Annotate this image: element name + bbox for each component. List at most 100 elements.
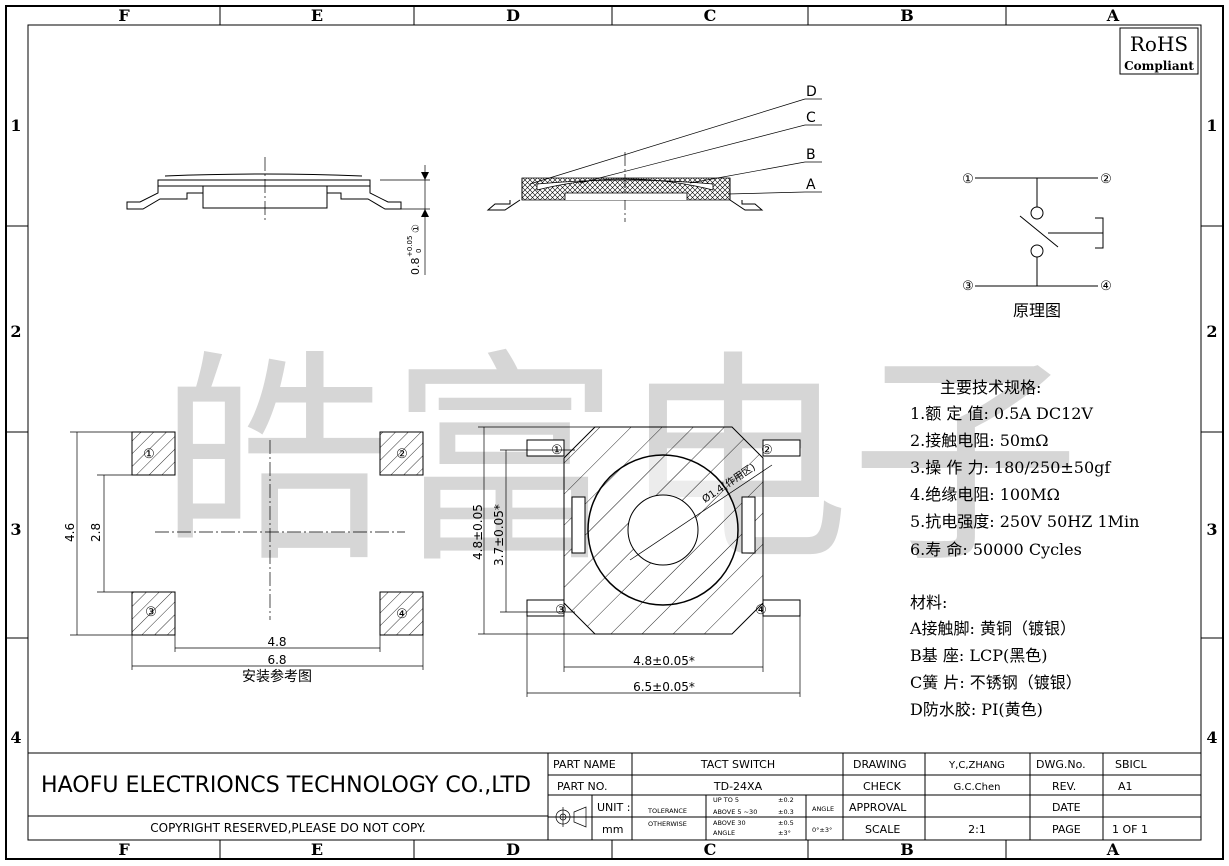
- row-label: 2: [1206, 322, 1217, 341]
- label: DRAWING: [853, 758, 906, 771]
- rohs-badge: RoHS Compliant: [1119, 27, 1199, 75]
- value: G.C.Chen: [954, 782, 1001, 793]
- side-dim-label: 0.8 +0.05 0 ①: [406, 224, 423, 275]
- col-label: B: [900, 6, 914, 25]
- materials-title: 材料:: [910, 593, 947, 612]
- value: A1: [1118, 780, 1133, 793]
- svg-text:+0.05: +0.05: [406, 236, 414, 257]
- svg-text:0: 0: [415, 249, 423, 253]
- svg-text:RoHS: RoHS: [1130, 32, 1188, 56]
- callout-label: A: [806, 177, 816, 193]
- label: APPROVAL: [849, 801, 907, 814]
- material-item: D防水胶: PI(黄色): [910, 700, 1043, 719]
- col-label: E: [311, 840, 323, 859]
- specs-block: 主要技术规格: 1.额 定 值: 0.5A DC12V 2.接触电阻: 50mΩ…: [909, 378, 1139, 719]
- footprint-caption: 安装参考图: [242, 668, 312, 685]
- specs-title: 主要技术规格:: [940, 378, 1041, 397]
- label: DWG.No.: [1036, 758, 1086, 771]
- row-label: 2: [10, 322, 21, 341]
- row-label: 3: [10, 520, 21, 539]
- spec-item: 4.绝缘电阻: 100MΩ: [910, 485, 1060, 504]
- svg-text:ABOVE 5 ~30: ABOVE 5 ~30: [713, 808, 757, 816]
- value: 1 OF 1: [1112, 823, 1148, 836]
- label: DATE: [1052, 801, 1081, 814]
- value: TACT SWITCH: [700, 758, 775, 771]
- svg-text:0.8: 0.8: [409, 258, 422, 276]
- value: 0°±3°: [812, 826, 832, 834]
- dim-h-outer: 4.6: [63, 523, 77, 542]
- spec-item: 3.操 作 力: 180/250±50gf: [910, 458, 1111, 477]
- row-label: 1: [1206, 116, 1217, 135]
- section-view: D C B A: [486, 84, 822, 222]
- pad-label: ④: [396, 607, 408, 622]
- spec-item: 1.额 定 值: 0.5A DC12V: [910, 404, 1093, 423]
- label: ANGLE: [812, 805, 834, 813]
- col-label: F: [118, 840, 130, 859]
- pin-label: ②: [761, 443, 773, 458]
- col-label: D: [506, 6, 520, 25]
- pin-label: ③: [555, 603, 567, 618]
- spec-item: 6.寿 命: 50000 Cycles: [910, 540, 1082, 559]
- value: TD-24XA: [713, 780, 763, 793]
- value: SBICL: [1115, 758, 1147, 771]
- dim-h-outer: 4.8±0.05: [471, 504, 485, 560]
- schematic: ① ② ③ ④ 原理图: [962, 172, 1112, 320]
- dim-h-inner: 2.8: [89, 523, 103, 542]
- svg-text:±0.5: ±0.5: [778, 819, 794, 827]
- callout-label: B: [806, 147, 816, 163]
- company-name: HAOFU ELECTRIONCS TECHNOLOGY CO.,LTD: [41, 773, 531, 798]
- col-label: E: [311, 6, 323, 25]
- pad-label: ②: [396, 447, 408, 462]
- label: OTHERWISE: [648, 820, 687, 828]
- col-label: A: [1106, 840, 1120, 859]
- label: PART NO.: [557, 780, 607, 793]
- label: UNIT :: [597, 801, 630, 814]
- schematic-caption: 原理图: [1013, 301, 1061, 320]
- row-label: 4: [10, 728, 21, 747]
- frame: F E D C B A F E D C B A 1 2 3 4 1 2 3 4: [5, 5, 1224, 860]
- pin-label: ④: [755, 603, 767, 618]
- projection-symbol: [553, 806, 587, 828]
- material-item: B基 座: LCP(黑色): [910, 646, 1047, 665]
- copyright: COPYRIGHT RESERVED,PLEASE DO NOT COPY.: [150, 821, 425, 835]
- material-item: A接触脚: 黄铜（镀银）: [909, 619, 1076, 638]
- svg-text:ANGLE: ANGLE: [713, 829, 735, 837]
- dim-h-inner: 3.7±0.05*: [492, 504, 506, 566]
- pin-label: ②: [1100, 172, 1112, 187]
- label: CHECK: [863, 780, 902, 793]
- label: PAGE: [1052, 823, 1081, 836]
- svg-text:±0.2: ±0.2: [778, 796, 794, 804]
- label: TOLERANCE: [647, 807, 687, 815]
- svg-text:Compliant: Compliant: [1124, 59, 1194, 73]
- svg-text:ABOVE 30: ABOVE 30: [713, 819, 746, 827]
- title-block: HAOFU ELECTRIONCS TECHNOLOGY CO.,LTD COP…: [28, 752, 1201, 840]
- value: Y,C,ZHANG: [948, 760, 1005, 771]
- dim-w-outer: 6.8: [267, 653, 286, 667]
- dim-w-inner: 4.8: [267, 635, 286, 649]
- spec-item: 2.接触电阻: 50mΩ: [910, 431, 1049, 450]
- col-label: F: [118, 6, 130, 25]
- dim-w-outer: 6.5±0.05*: [633, 680, 695, 694]
- value: 2:1: [968, 823, 986, 836]
- material-item: C簧 片: 不锈钢（镀银）: [910, 673, 1082, 692]
- label: SCALE: [865, 823, 900, 836]
- svg-text:±0.3: ±0.3: [778, 808, 794, 816]
- col-label: D: [506, 840, 520, 859]
- callout-label: D: [806, 84, 817, 100]
- pad-label: ①: [143, 447, 155, 462]
- row-label: 4: [1206, 728, 1217, 747]
- col-label: C: [704, 840, 717, 859]
- pin-label: ③: [962, 279, 974, 294]
- col-label: A: [1106, 6, 1120, 25]
- label: REV.: [1052, 780, 1076, 793]
- svg-text:UP TO 5: UP TO 5: [713, 796, 739, 804]
- pin-label: ④: [1100, 279, 1112, 294]
- pin-label: ①: [551, 443, 563, 458]
- top-view: Ø1.4(作用区) ① ② ③ ④ 4.8±0.05 3.7±0.05* 4.8…: [471, 426, 801, 697]
- col-label: C: [704, 6, 717, 25]
- side-view: 0.8 +0.05 0 ①: [126, 157, 430, 275]
- footprint-view: ① ② ③ ④ 4.6 2.8 4.8 6.8 安装参考图: [63, 431, 424, 685]
- callout-label: C: [806, 110, 816, 126]
- svg-text:±3°: ±3°: [778, 829, 791, 837]
